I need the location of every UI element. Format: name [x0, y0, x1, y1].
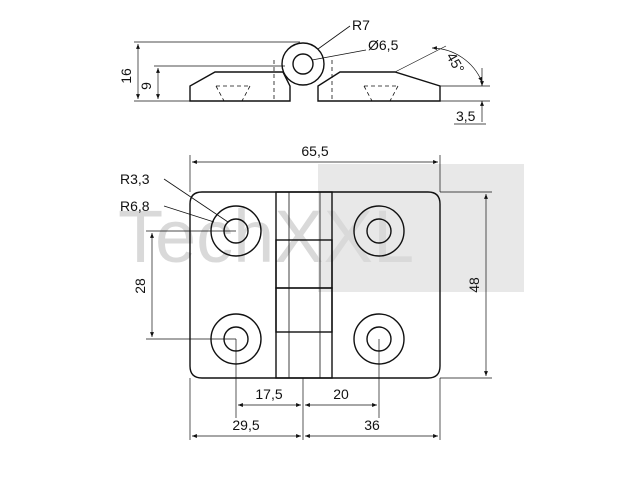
left-countersink-hidden: [215, 85, 251, 102]
pin-diameter-label: Ø6,5: [368, 37, 399, 53]
r6-8-label: R6,8: [120, 198, 150, 214]
pin-hole: [292, 53, 314, 75]
dim-36-label: 36: [364, 417, 380, 433]
side-view: R7 Ø6,5 16 9 45° 3,5: [118, 17, 490, 125]
front-view: R3,3 R6,8 65,5 28 48 17,5 20 29,5: [120, 143, 492, 440]
angle-arc: [431, 46, 483, 83]
hinge-outline: [189, 191, 441, 379]
dim-16-label: 16: [118, 68, 134, 84]
countersink-outer: [353, 205, 405, 257]
dim-48-label: 48: [466, 277, 482, 293]
pin-diameter-leader: [311, 49, 367, 61]
right-countersink-hidden: [363, 85, 399, 102]
watermark-text: TechXXL: [118, 195, 414, 278]
knuckle-outline: [281, 42, 325, 86]
dim-20-label: 20: [333, 386, 349, 402]
angle-label: 45°: [443, 50, 467, 76]
dim-65-5-label: 65,5: [301, 143, 328, 159]
dim-3-5-label: 3,5: [456, 108, 476, 124]
hole-inner: [366, 218, 392, 244]
r7-leader: [317, 25, 351, 50]
angle-ref-line: [394, 45, 447, 73]
dim-29-5-label: 29,5: [232, 417, 259, 433]
dim-17-5-label: 17,5: [255, 386, 282, 402]
side-left-leaf: [189, 71, 291, 102]
dim-9-label: 9: [138, 82, 154, 90]
r6-8-leader: [163, 205, 215, 223]
side-right-leaf: [317, 71, 441, 102]
dim-28-label: 28: [132, 278, 148, 294]
knuckle-segment-lower: [275, 287, 333, 333]
watermark: TechXXL: [118, 164, 524, 292]
watermark-panel: [318, 164, 524, 292]
r7-label: R7: [352, 17, 370, 33]
r3-3-leader: [163, 178, 229, 223]
r3-3-label: R3,3: [120, 171, 150, 187]
hole-top-right: [353, 205, 405, 257]
